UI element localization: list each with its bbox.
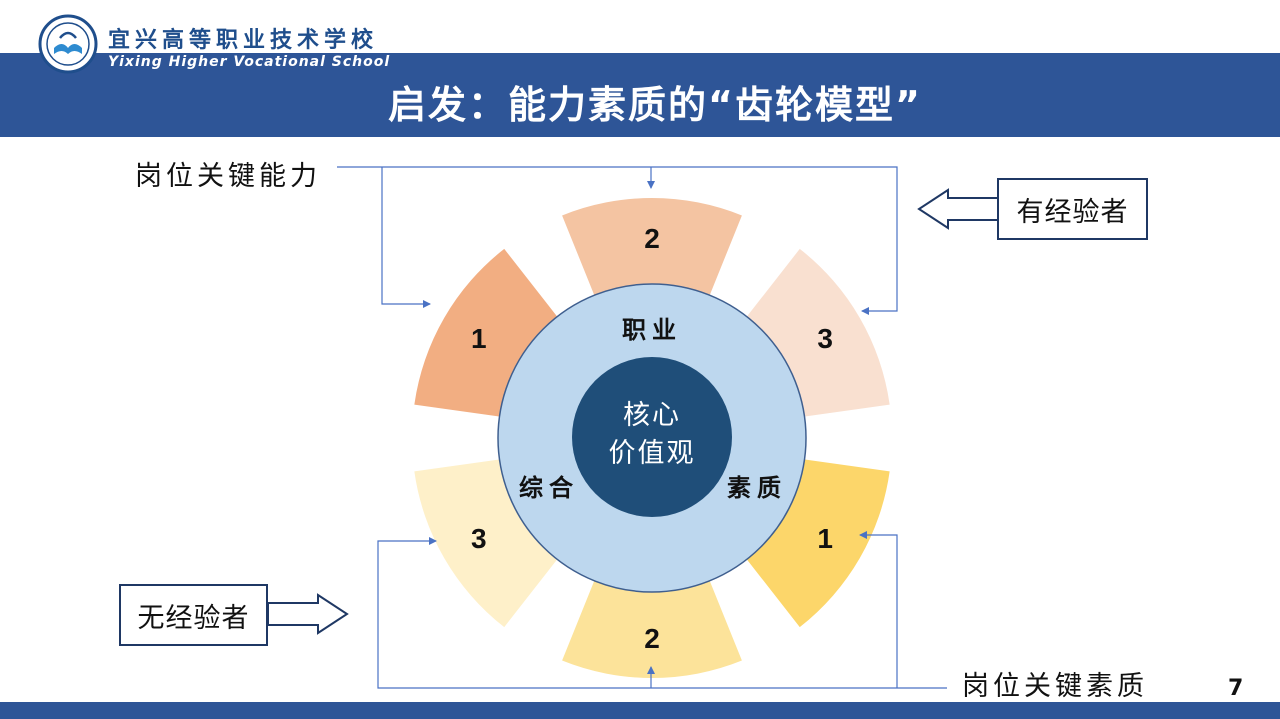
gear-tooth-label-5: 1 [471, 323, 487, 354]
gear-tooth-label-0: 2 [644, 223, 660, 254]
page-number: 7 [1228, 676, 1244, 701]
left-arrow-icon [917, 188, 999, 230]
ability-connector [337, 166, 898, 315]
school-name-en: Yixing Higher Vocational School [108, 54, 391, 70]
right-arrow-icon [267, 593, 349, 635]
gear-tooth-1 [738, 248, 890, 419]
quality-label: 岗位关键素质 [962, 671, 1148, 702]
gear-tooth-label-1: 3 [817, 323, 833, 354]
core-circle [572, 357, 732, 517]
school-logo-icon [38, 14, 98, 74]
gear-tooth-4 [414, 457, 566, 628]
page-title: 启发：能力素质的“齿轮模型” [388, 83, 922, 127]
quality-connector [377, 531, 947, 689]
gear-tooth-label-4: 3 [471, 523, 487, 554]
core-label-line2: 价值观 [609, 438, 696, 469]
inexperienced-label: 无经验者 [137, 602, 250, 634]
school-name-cn: 宜兴高等职业技术学校 [108, 27, 379, 53]
gear-tooth-5 [414, 248, 566, 419]
bottom-band [0, 702, 1280, 719]
header-top [0, 0, 1280, 52]
gear-tooth-label-2: 1 [817, 523, 833, 554]
experienced-label: 有经验者 [1016, 196, 1129, 228]
ring-label-right: 素质 [727, 474, 787, 502]
inexperienced-box: 无经验者 [119, 584, 268, 646]
experienced-box: 有经验者 [997, 178, 1148, 240]
core-label-line1: 核心 [623, 400, 681, 431]
ring-label-left: 综合 [519, 474, 579, 502]
gear-tooth-2 [738, 457, 890, 628]
gear-teeth: 2 3 1 2 3 1 [414, 198, 890, 678]
ability-label: 岗位关键能力 [135, 161, 321, 192]
gear-tooth-0 [562, 198, 742, 309]
ring-label-top: 职业 [622, 316, 682, 344]
title-band [0, 53, 1280, 137]
gear-tooth-label-3: 2 [644, 623, 660, 654]
gear-tooth-3 [562, 567, 742, 678]
